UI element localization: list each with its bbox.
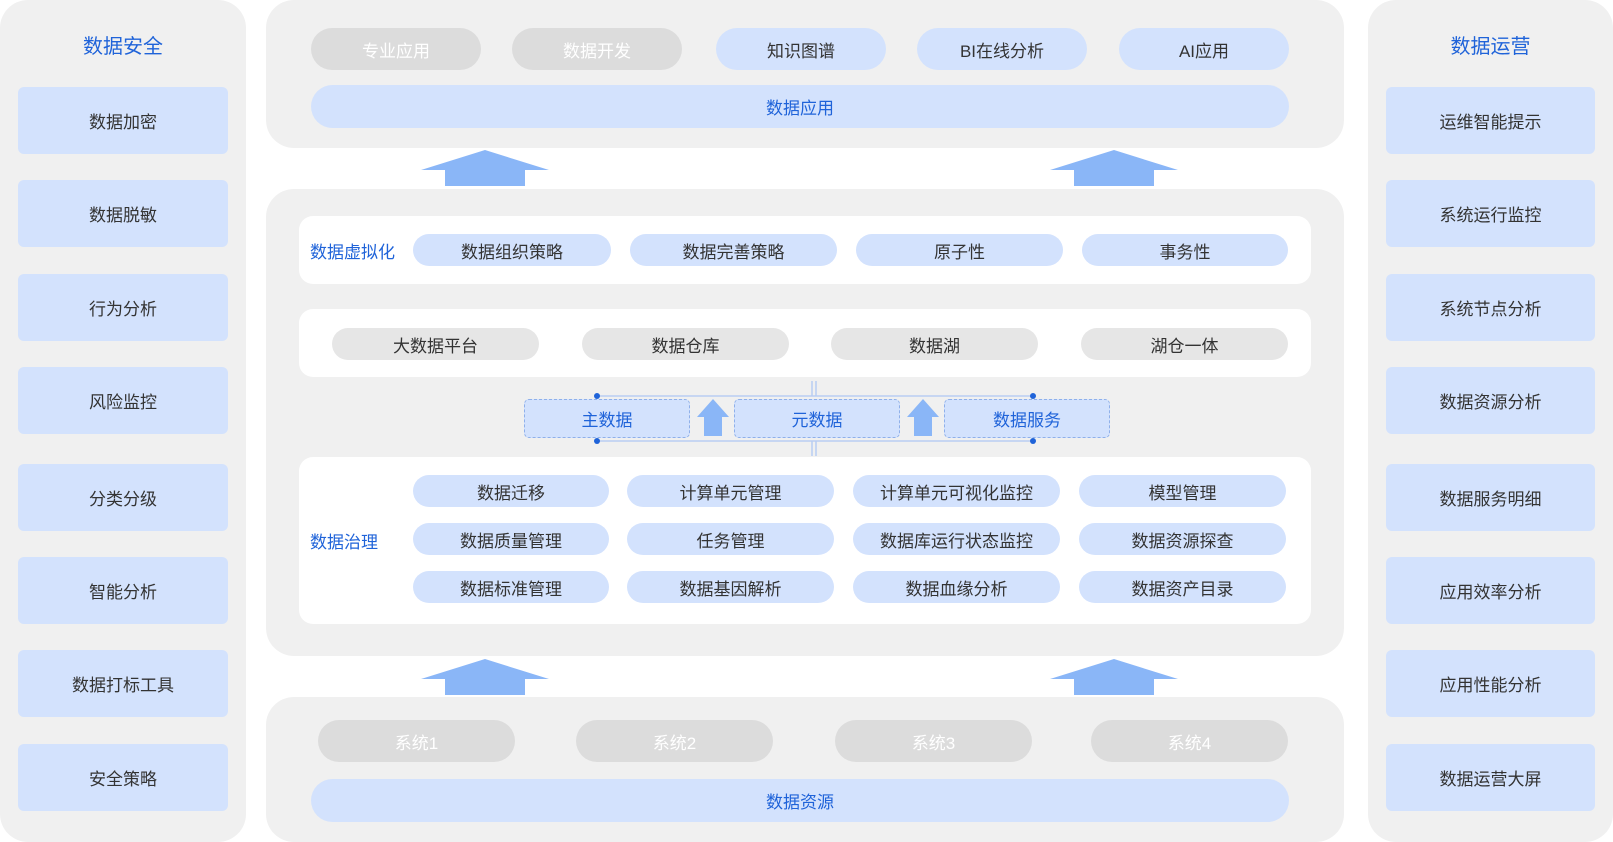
- data-platform-panel: 数据虚拟化 数据组织策略 数据完善策略 原子性 事务性 大数据平台 数据仓库 数…: [266, 189, 1344, 656]
- governance-item-compute-unit-monitor: 计算单元可视化监控: [853, 475, 1060, 507]
- data-operations-panel: 数据运营 运维智能提示 系统运行监控 系统节点分析 数据资源分析 数据服务明细 …: [1368, 0, 1613, 842]
- virtualization-row: 数据虚拟化 数据组织策略 数据完善策略 原子性 事务性: [299, 216, 1311, 284]
- app-pill-ai: AI应用: [1119, 28, 1289, 70]
- storage-row: 大数据平台 数据仓库 数据湖 湖仓一体: [299, 309, 1311, 377]
- ops-item-smart-hint: 运维智能提示: [1386, 87, 1595, 154]
- security-item-classification: 分类分级: [18, 464, 228, 531]
- governance-item-gene-analysis: 数据基因解析: [627, 571, 834, 603]
- service-data-service: 数据服务: [944, 399, 1110, 438]
- ops-item-system-monitoring: 系统运行监控: [1386, 180, 1595, 247]
- virtualization-item-completion: 数据完善策略: [630, 234, 837, 266]
- virtualization-item-atomicity: 原子性: [856, 234, 1063, 266]
- security-item-encryption: 数据加密: [18, 87, 228, 154]
- security-item-smart-analysis: 智能分析: [18, 557, 228, 624]
- system-pill-1: 系统1: [318, 720, 515, 762]
- data-security-panel: 数据安全 数据加密 数据脱敏 行为分析 风险监控 分类分级 智能分析 数据打标工…: [0, 0, 246, 842]
- security-item-masking: 数据脱敏: [18, 180, 228, 247]
- governance-item-lineage-analysis: 数据血缘分析: [853, 571, 1060, 603]
- ops-item-service-detail: 数据服务明细: [1386, 464, 1595, 531]
- security-item-behavior-analysis: 行为分析: [18, 274, 228, 341]
- ops-item-app-efficiency: 应用效率分析: [1386, 557, 1595, 624]
- system-pill-4: 系统4: [1091, 720, 1288, 762]
- storage-item-warehouse: 数据仓库: [582, 328, 789, 360]
- data-resources-bar: 数据资源: [311, 779, 1289, 822]
- governance-item-task-mgmt: 任务管理: [627, 523, 834, 555]
- governance-item-migration: 数据迁移: [413, 475, 609, 507]
- ops-item-app-performance: 应用性能分析: [1386, 650, 1595, 717]
- virtualization-item-organization: 数据组织策略: [413, 234, 611, 266]
- ops-item-node-analysis: 系统节点分析: [1386, 274, 1595, 341]
- up-arrow-icon: [421, 150, 549, 186]
- governance-item-compute-unit-mgmt: 计算单元管理: [627, 475, 834, 507]
- security-item-policy: 安全策略: [18, 744, 228, 811]
- security-item-risk-monitoring: 风险监控: [18, 367, 228, 434]
- data-application-bar: 数据应用: [311, 85, 1289, 128]
- up-arrow-icon: [1050, 659, 1178, 695]
- ops-item-resource-analysis: 数据资源分析: [1386, 367, 1595, 434]
- app-pill-professional: 专业应用: [311, 28, 481, 70]
- ops-item-dashboard: 数据运营大屏: [1386, 744, 1595, 811]
- data-security-title: 数据安全: [83, 36, 163, 58]
- virtualization-item-transaction: 事务性: [1082, 234, 1288, 266]
- data-application-panel: 专业应用 数据开发 知识图谱 BI在线分析 AI应用 数据应用: [266, 0, 1344, 148]
- app-pill-knowledge-graph: 知识图谱: [716, 28, 886, 70]
- governance-label: 数据治理: [310, 533, 378, 552]
- up-arrow-icon: [1050, 150, 1178, 186]
- governance-item-quality-mgmt: 数据质量管理: [413, 523, 609, 555]
- system-pill-3: 系统3: [835, 720, 1032, 762]
- service-metadata: 元数据: [734, 399, 900, 438]
- governance-block: 数据治理 数据迁移 计算单元管理 计算单元可视化监控 模型管理 数据质量管理 任…: [299, 457, 1311, 624]
- governance-item-standard-mgmt: 数据标准管理: [413, 571, 609, 603]
- up-arrow-icon: [907, 399, 939, 436]
- virtualization-label: 数据虚拟化: [310, 242, 395, 262]
- governance-item-resource-explore: 数据资源探查: [1079, 523, 1286, 555]
- up-arrow-icon: [697, 399, 729, 436]
- storage-item-lakehouse: 湖仓一体: [1081, 328, 1288, 360]
- app-pill-development: 数据开发: [512, 28, 682, 70]
- governance-item-db-status-monitor: 数据库运行状态监控: [853, 523, 1060, 555]
- app-pill-bi-analysis: BI在线分析: [917, 28, 1087, 70]
- system-pill-2: 系统2: [576, 720, 773, 762]
- up-arrow-icon: [421, 659, 549, 695]
- governance-item-model-mgmt: 模型管理: [1079, 475, 1286, 507]
- data-operations-title: 数据运营: [1450, 36, 1531, 58]
- service-connector-lines: [594, 381, 1036, 456]
- service-master-data: 主数据: [524, 399, 690, 438]
- data-resources-panel: 系统1 系统2 系统3 系统4 数据资源: [266, 697, 1344, 842]
- security-item-tagging-tool: 数据打标工具: [18, 650, 228, 717]
- storage-item-lake: 数据湖: [831, 328, 1038, 360]
- governance-item-asset-catalog: 数据资产目录: [1079, 571, 1286, 603]
- storage-item-bigdata-platform: 大数据平台: [332, 328, 539, 360]
